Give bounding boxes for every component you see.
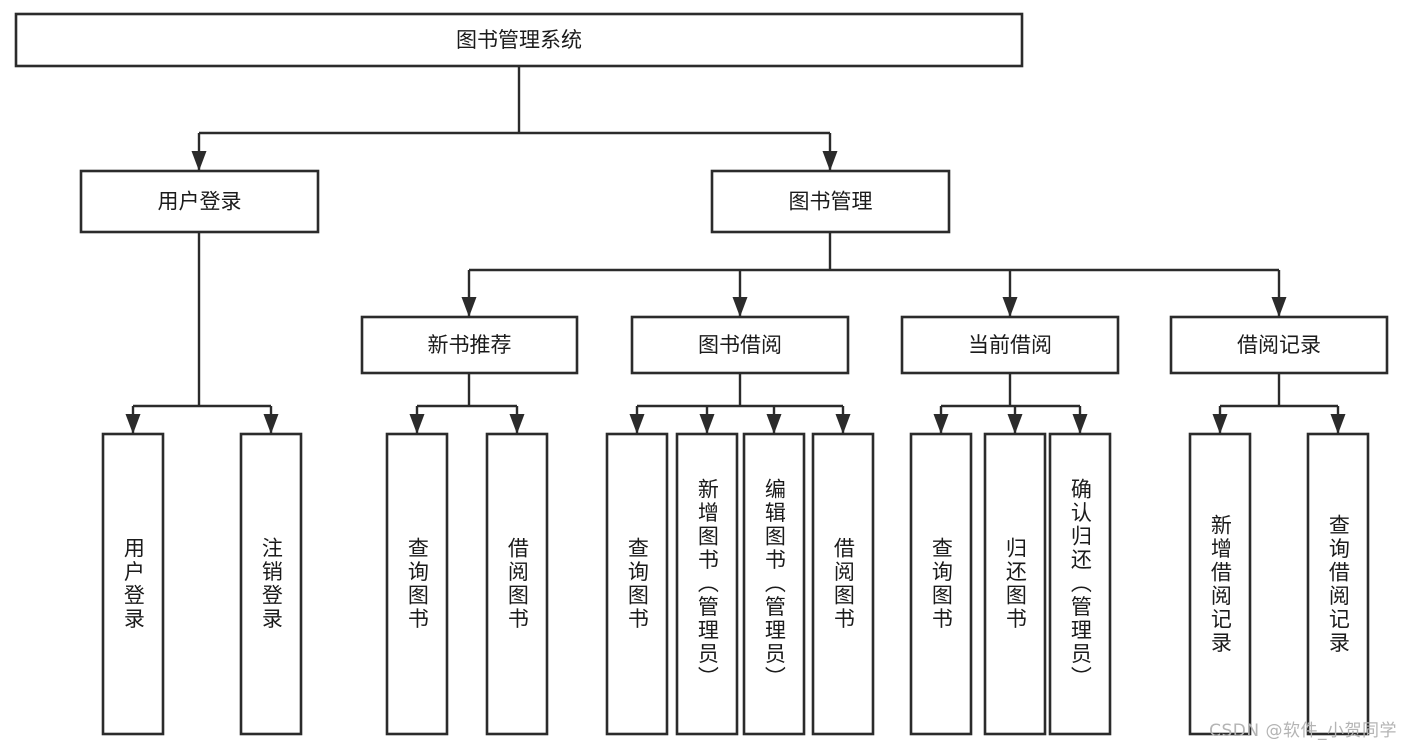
leaf-node-4-box[interactable] <box>605 432 669 736</box>
arrow-head-icon <box>766 414 782 434</box>
arrow-head-icon <box>1072 414 1088 434</box>
level3-node-3-box[interactable] <box>1169 315 1389 375</box>
arrow-head-icon <box>509 414 525 434</box>
arrow-head-icon <box>191 151 207 171</box>
arrow-head-icon <box>629 414 645 434</box>
level3-node-0-label: 新书推荐 <box>428 333 512 357</box>
leaf-node-1-box[interactable] <box>239 432 303 736</box>
leaf-node-0-box[interactable] <box>101 432 165 736</box>
leaf-node-8-box[interactable] <box>909 432 973 736</box>
leaf-node-6-box[interactable] <box>742 432 806 736</box>
level3-node-1-label: 图书借阅 <box>698 333 782 357</box>
leaf-node-2-box[interactable] <box>385 432 449 736</box>
level3-node-1-box[interactable] <box>630 315 850 375</box>
leaf-node-3-box[interactable] <box>485 432 549 736</box>
arrow-head-icon <box>461 297 477 317</box>
level3-node-2-box[interactable] <box>900 315 1120 375</box>
arrow-head-icon <box>933 414 949 434</box>
leaf-node-7-box[interactable] <box>811 432 875 736</box>
level2-node-1-box[interactable] <box>710 169 951 234</box>
arrow-head-icon <box>1212 414 1228 434</box>
root-node-box[interactable] <box>14 12 1024 68</box>
level3-node-0-box[interactable] <box>360 315 579 375</box>
connector-group-users <box>131 232 273 433</box>
level2-node-0-label: 用户登录 <box>158 190 242 214</box>
level2-node-1-label: 图书管理 <box>789 190 873 214</box>
connector-group-borrow <box>635 373 845 433</box>
connector-group-new <box>415 373 519 433</box>
connector-group-root <box>197 66 832 170</box>
leaf-node-9-box[interactable] <box>983 432 1047 736</box>
watermark-text: CSDN @软件_小贺同学 <box>1209 721 1397 741</box>
arrow-head-icon <box>699 414 715 434</box>
root-node-label: 图书管理系统 <box>456 28 582 52</box>
leaf-node-10-box[interactable] <box>1048 432 1112 736</box>
connector-group-books <box>467 232 1281 316</box>
arrow-head-icon <box>1002 297 1018 317</box>
level2-node-0-box[interactable] <box>79 169 320 234</box>
level3-node-2-label: 当前借阅 <box>968 333 1052 357</box>
level3-node-3-label: 借阅记录 <box>1237 333 1321 357</box>
connector-layer <box>125 66 1346 434</box>
arrow-head-icon <box>125 414 141 434</box>
connector-group-current <box>939 373 1082 433</box>
leaf-node-5-box[interactable] <box>675 432 739 736</box>
arrow-head-icon <box>835 414 851 434</box>
arrow-head-icon <box>263 414 279 434</box>
leaf-node-11-box[interactable] <box>1188 432 1252 736</box>
arrow-head-icon <box>1330 414 1346 434</box>
arrow-head-icon <box>1271 297 1287 317</box>
arrow-head-icon <box>732 297 748 317</box>
node-box-layer <box>14 12 1389 736</box>
arrow-head-icon <box>409 414 425 434</box>
connector-group-record <box>1218 373 1340 433</box>
leaf-node-12-box[interactable] <box>1306 432 1370 736</box>
arrow-head-icon <box>1007 414 1023 434</box>
arrow-head-icon <box>822 151 838 171</box>
